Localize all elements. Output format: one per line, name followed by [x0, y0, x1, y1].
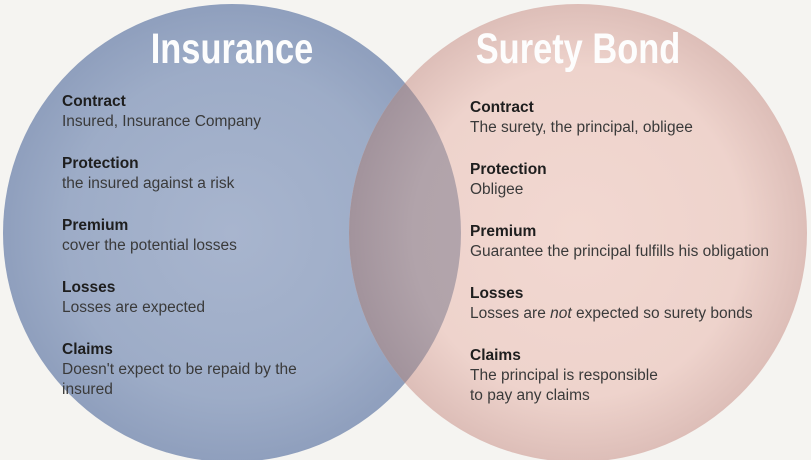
section-heading: Premium [62, 217, 129, 234]
insurance-premium-section: Premium cover the potential losses [62, 216, 402, 256]
section-heading: Losses [470, 285, 524, 302]
section-body: Guarantee the principal fulfills his obl… [470, 243, 769, 260]
losses-body-after: expected so surety bonds [571, 305, 753, 322]
surety-premium-section: Premium Guarantee the principal fulfills… [470, 222, 810, 262]
surety-bond-title: Surety Bond [475, 25, 681, 73]
insurance-title: Insurance [150, 25, 314, 73]
surety-protection-section: Protection Obligee [470, 160, 810, 200]
section-heading: Claims [62, 341, 113, 358]
losses-body-before: Losses are [470, 305, 551, 322]
section-body: Losses are expected [62, 299, 206, 316]
section-heading: Losses [62, 279, 116, 296]
section-heading: Contract [62, 93, 126, 110]
section-body: the insured against a risk [62, 175, 235, 192]
section-body: Obligee [470, 181, 524, 198]
section-heading: Premium [470, 223, 537, 240]
losses-body-italic: not [550, 305, 572, 322]
section-heading: Protection [470, 161, 547, 178]
insurance-losses-section: Losses Losses are expected [62, 278, 402, 318]
insurance-contract-section: Contract Insured, Insurance Company [62, 92, 402, 132]
section-heading: Contract [470, 99, 534, 116]
section-body: The surety, the principal, obligee [470, 119, 693, 136]
surety-losses-section: Losses Losses are not expected so surety… [470, 284, 810, 324]
insurance-protection-section: Protection the insured against a risk [62, 154, 402, 194]
surety-claims-section: Claims The principal is responsible to p… [470, 346, 810, 406]
surety-bond-details-column: Contract The surety, the principal, obli… [470, 98, 810, 428]
insurance-circle [3, 4, 461, 460]
section-body: Losses are not expected so surety bonds [470, 304, 810, 324]
section-heading: Protection [62, 155, 139, 172]
section-heading: Claims [470, 347, 521, 364]
section-body: Insured, Insurance Company [62, 113, 262, 130]
section-body: The principal is responsible to pay any … [470, 367, 658, 404]
insurance-details-column: Contract Insured, Insurance Company Prot… [62, 92, 402, 422]
surety-contract-section: Contract The surety, the principal, obli… [470, 98, 810, 138]
section-body: cover the potential losses [62, 237, 237, 254]
section-body: Doesn't expect to be repaid by the insur… [62, 361, 297, 398]
insurance-claims-section: Claims Doesn't expect to be repaid by th… [62, 340, 402, 400]
surety-bond-circle [349, 4, 807, 460]
